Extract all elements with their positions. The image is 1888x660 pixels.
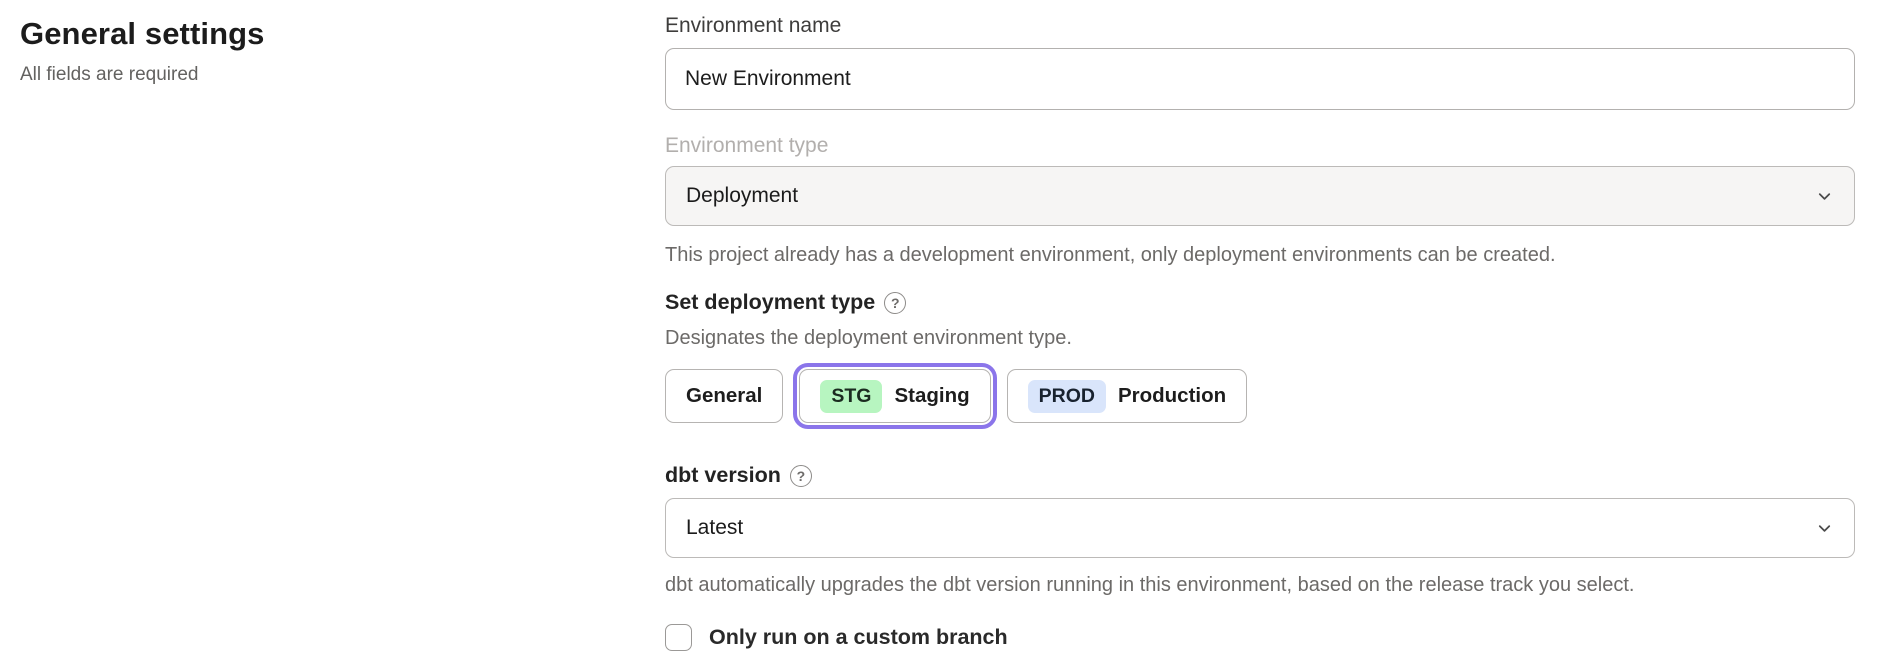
environment-type-value: Deployment [686,184,799,207]
environment-type-label: Environment type [665,134,829,157]
help-icon[interactable] [789,464,812,487]
deployment-type-production-label: Production [1117,384,1227,407]
environment-type-select: Deployment [665,166,1855,226]
environment-name-label: Environment name [665,14,842,37]
staging-badge: STG [820,379,883,413]
environment-type-helper: This project already has a development e… [665,244,1556,266]
deployment-type-general-label: General [686,384,763,407]
deployment-type-production-button[interactable]: PROD Production [1006,369,1248,423]
deployment-type-description: Designates the deployment environment ty… [665,327,1072,349]
chevron-down-icon [1815,187,1834,206]
production-badge: PROD [1027,379,1106,413]
environment-settings-form: Environment name Environment type Deploy… [665,12,1855,651]
help-icon[interactable] [884,291,907,314]
dbt-version-helper: dbt automatically upgrades the dbt versi… [665,574,1635,596]
page-subtitle: All fields are required [20,64,199,85]
dbt-version-select[interactable]: Latest [665,498,1855,558]
settings-header: General settings All fields are required [20,16,580,86]
custom-branch-row: Only run on a custom branch [665,624,1855,651]
dbt-version-value: Latest [686,516,744,539]
selected-option-ring: STG Staging [793,363,997,429]
deployment-type-staging-label: Staging [894,384,970,407]
chevron-down-icon [1815,519,1834,538]
custom-branch-label: Only run on a custom branch [709,625,1008,649]
custom-branch-checkbox[interactable] [665,624,692,651]
deployment-type-general-button[interactable]: General [665,369,784,423]
dbt-version-heading: dbt version [665,463,781,487]
dbt-version-section: dbt version [665,463,1855,488]
deployment-type-section: Set deployment type [665,290,1855,315]
environment-name-input[interactable] [665,48,1855,110]
page-title: General settings [20,16,265,51]
deployment-type-heading: Set deployment type [665,290,876,314]
deployment-type-options: General STG Staging PROD Production [665,363,1855,429]
deployment-type-staging-button[interactable]: STG Staging [799,369,991,423]
